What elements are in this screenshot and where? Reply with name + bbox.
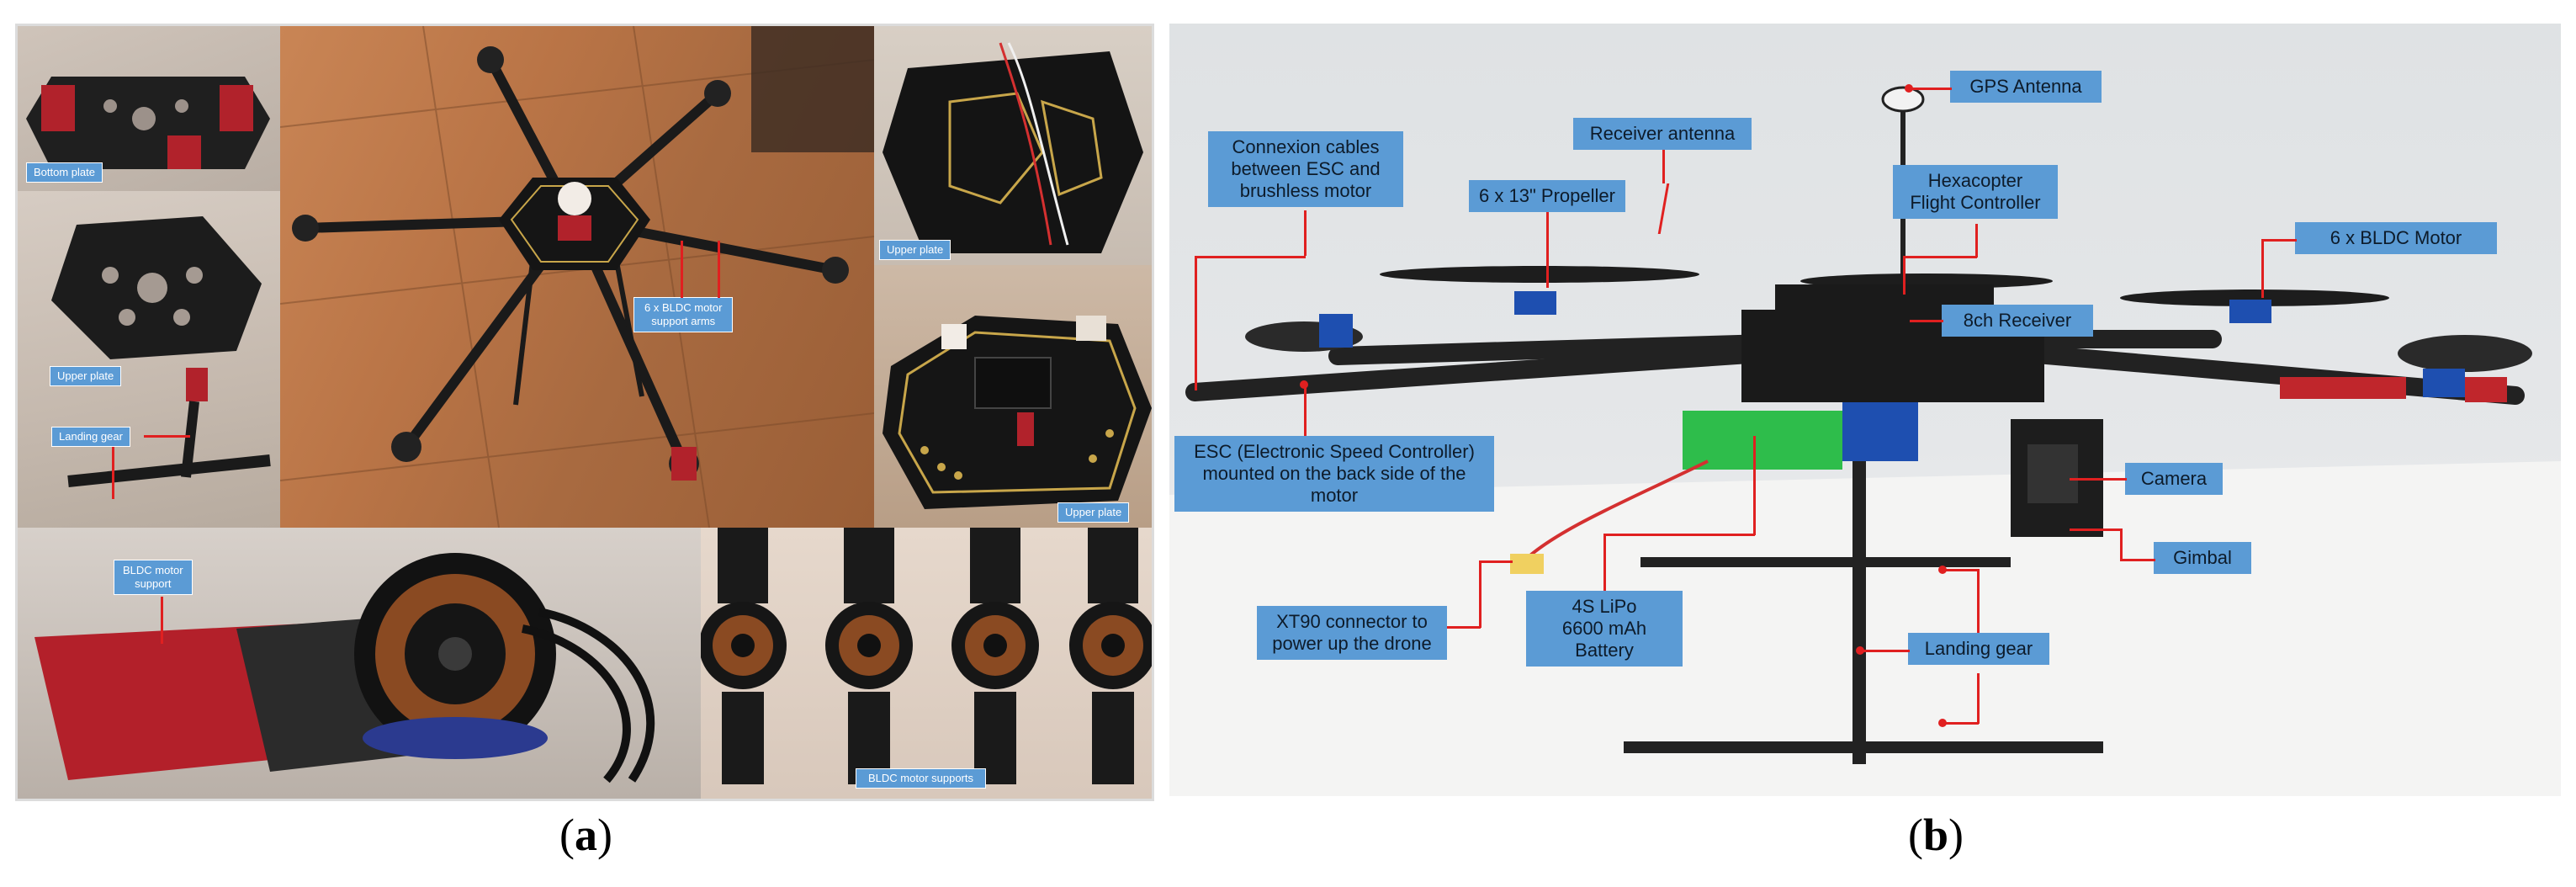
upper-plate-electronics-image: [883, 316, 1152, 509]
photo-upper-plate-electronics: Upper plate: [874, 265, 1152, 528]
callout-xt90-line2: power up the drone: [1272, 633, 1432, 654]
caption-b-letter: b: [1922, 810, 1949, 860]
panel-b-hexacopter: GPS Antenna Receiver antenna Connexion c…: [1169, 24, 2561, 796]
leader-xt90-h2: [1479, 560, 1513, 563]
photo-motor-supports-row: BLDC motor supports: [701, 528, 1152, 799]
callout-hexacopter-line2: Flight Controller: [1910, 192, 2041, 213]
callout-gimbal: Gimbal: [2154, 542, 2251, 574]
leader-gimbal-h2: [2070, 528, 2122, 531]
photo-upper-plate-wiring: Upper plate: [874, 26, 1152, 265]
dot-esc: [1300, 380, 1308, 389]
panel-a-collage: Bottom plate Upper plate Landing gear: [15, 24, 1154, 801]
photo-bottom-plate: Bottom plate: [18, 26, 280, 191]
callout-landing-gear: Landing gear: [1908, 633, 2049, 665]
leader-connexion-cables-h: [1195, 256, 1306, 258]
callout-connexion-cables-line2: between ESC and: [1231, 158, 1381, 179]
caption-b: (b): [1908, 810, 1964, 860]
photo-upper-plate-landing-gear: Upper plate Landing gear: [18, 191, 280, 528]
leader-landing-gear-b-up: [1977, 569, 1980, 633]
label-upper-plate-left: Upper plate: [50, 366, 122, 386]
label-motor-support-line2: support: [135, 577, 172, 590]
callout-lipo-line2: 6600 mAh: [1561, 618, 1647, 639]
upper-plate-image: [51, 216, 271, 487]
dot-landing-gear-b: [1938, 566, 1947, 574]
leader-support-arms-h: [718, 241, 720, 298]
label-landing-gear-a: Landing gear: [51, 427, 130, 447]
callout-connexion-cables: Connexion cables between ESC and brushle…: [1208, 131, 1403, 207]
leader-connexion-cables-v2: [1195, 256, 1197, 390]
leader-motor-support: [161, 597, 163, 644]
leader-hexacopter-v: [1975, 224, 1978, 258]
photo-assembled-frame: 6 x BLDC motor support arms: [280, 26, 874, 528]
leader-gimbal-v: [2120, 528, 2123, 560]
leader-camera: [2070, 478, 2127, 481]
leader-landing-gear-a: [112, 447, 114, 499]
leader-esc: [1304, 385, 1307, 436]
dot-landing-gear-b-mid: [1856, 646, 1864, 655]
bottom-plate-image: [26, 77, 270, 169]
callout-lipo: 4S LiPo 6600 mAh Battery: [1526, 591, 1683, 667]
callout-receiver-antenna: Receiver antenna: [1573, 118, 1752, 150]
label-support-arms-line2: support arms: [651, 315, 716, 327]
leader-landing-gear-b-h: [1861, 650, 1910, 652]
leader-hexacopter-h: [1903, 256, 1977, 258]
label-motor-support: BLDC motor support: [114, 560, 193, 595]
label-motor-supports: BLDC motor supports: [856, 768, 986, 789]
leader-landing-gear-b-down: [1977, 673, 1980, 724]
leader-propeller: [1546, 212, 1549, 288]
leader-lipo-v: [1603, 534, 1606, 591]
caption-a-letter: a: [574, 810, 597, 860]
callout-xt90: XT90 connector to power up the drone: [1257, 606, 1447, 660]
callout-hexacopter: Hexacopter Flight Controller: [1893, 165, 2058, 219]
leader-gimbal-h: [2120, 559, 2155, 561]
photo-motor-support: BLDC motor support: [18, 528, 701, 799]
leader-bldc-motor-h: [2261, 239, 2297, 242]
callout-esc-line2: mounted on the back side of the: [1202, 463, 1466, 484]
label-upper-plate-top-right: Upper plate: [879, 240, 951, 260]
callout-propeller: 6 x 13" Propeller: [1469, 180, 1625, 212]
caption-a: (a): [559, 810, 612, 860]
leader-bldc-motor-v: [2261, 239, 2264, 298]
callout-esc: ESC (Electronic Speed Controller) mounte…: [1174, 436, 1494, 512]
callout-lipo-line1: 4S LiPo: [1572, 596, 1637, 617]
label-support-arms: 6 x BLDC motor support arms: [633, 297, 734, 332]
callout-connexion-cables-line1: Connexion cables: [1232, 136, 1380, 157]
callout-esc-line3: motor: [1310, 485, 1359, 506]
leader-xt90-h: [1447, 626, 1481, 629]
label-motor-support-line1: BLDC motor: [123, 564, 183, 576]
leader-landing-gear-b-bottom: [1943, 722, 1979, 725]
leader-landing-gear-b-top: [1943, 569, 1979, 571]
leader-receiver-8ch: [1910, 320, 1943, 322]
dot-gps-antenna: [1905, 84, 1913, 93]
motor-support-image: [34, 553, 655, 783]
label-upper-plate-mid-right: Upper plate: [1057, 502, 1130, 523]
callout-receiver-8ch: 8ch Receiver: [1942, 305, 2093, 337]
leader-receiver-antenna: [1662, 150, 1665, 183]
leader-connexion-cables-v: [1304, 210, 1307, 256]
leader-gps-antenna: [1910, 88, 1952, 90]
leader-landing-gear-a-h: [144, 435, 190, 438]
leader-hexacopter-v2: [1903, 256, 1905, 295]
callout-connexion-cables-line3: brushless motor: [1239, 180, 1372, 201]
label-bottom-plate: Bottom plate: [26, 162, 103, 183]
callout-xt90-line1: XT90 connector to: [1276, 611, 1428, 632]
callout-lipo-line3: Battery: [1575, 640, 1634, 661]
callout-camera: Camera: [2125, 463, 2223, 495]
callout-gps-antenna: GPS Antenna: [1950, 71, 2102, 103]
leader-xt90-v: [1479, 560, 1481, 628]
callout-esc-line1: ESC (Electronic Speed Controller): [1194, 441, 1475, 462]
motor-supports-row-image: [701, 528, 1152, 784]
callout-hexacopter-line1: Hexacopter: [1927, 170, 2023, 191]
leader-support-arms: [681, 241, 683, 298]
label-support-arms-line1: 6 x BLDC motor: [644, 301, 723, 314]
frame-arms-image: [280, 26, 874, 528]
dot-landing-gear-b-bottom: [1938, 719, 1947, 727]
callout-bldc-motor: 6 x BLDC Motor: [2295, 222, 2497, 254]
upper-plate-wiring-image: [883, 42, 1143, 253]
leader-lipo-v2: [1753, 436, 1756, 535]
leader-lipo-h: [1603, 534, 1755, 536]
